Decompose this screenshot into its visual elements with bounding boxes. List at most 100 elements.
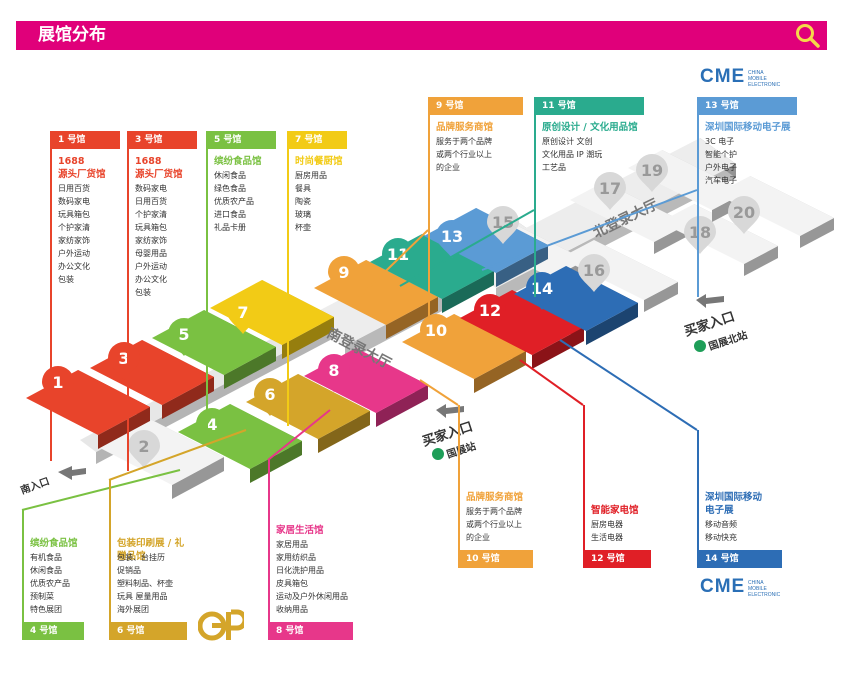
hall-card-header: 13 号馆 — [697, 97, 797, 115]
hall-card-item: 礼品卡册 — [214, 223, 246, 232]
metro-north-icon — [694, 340, 706, 352]
hall-card-item: 玩具 屋量用品 — [117, 592, 168, 601]
hall-3-block-face — [162, 377, 214, 419]
south-entrance-label: 南入口 — [19, 474, 52, 496]
hall-card-items: 厨房电器生活电器 — [591, 518, 623, 544]
search-icon[interactable] — [794, 22, 821, 49]
hall-2-block — [100, 420, 224, 499]
hall-2-block-face — [100, 420, 224, 485]
hall-card-item: 休闲食品 — [214, 171, 246, 180]
hall-card-item: 服务于两个品牌 — [436, 137, 492, 146]
hall-card-header: 1 号馆 — [50, 131, 120, 149]
pin-10-icon — [420, 314, 452, 352]
hall-card-item: 包装、台挂历 — [117, 553, 165, 562]
hall-card-item: 塑料制品、杯壶 — [117, 579, 173, 588]
pin-19-icon — [636, 154, 668, 192]
hall-card-title: 深圳国际移动电子展 — [705, 122, 791, 133]
leader-line-3 — [419, 379, 459, 406]
hall-card-item: 皮具箱包 — [276, 579, 308, 588]
hall-card-title: 家居生活馆 — [276, 525, 324, 536]
hall-card-item: 服务于两个品牌 — [466, 507, 522, 516]
hall-card-h12: 12 号馆智能家电馆厨房电器生活电器 — [583, 405, 651, 568]
hall-card-item: 个护家清 — [135, 210, 167, 219]
leader-line — [287, 149, 289, 426]
hall-card-item: 促销品 — [117, 566, 141, 575]
buyer-entrance-south-arrow-icon — [436, 404, 464, 418]
hall-card-item: 优质农产品 — [214, 197, 254, 206]
hall-card-item: 家纺家饰 — [58, 236, 90, 245]
hall-card-title: 源头厂货馆 — [135, 169, 183, 180]
metro-icon — [432, 448, 444, 460]
hall-card-item: 厨房用品 — [295, 171, 327, 180]
hall-card-items: 休闲食品绿色食品优质农产品进口食品礼品卡册 — [214, 169, 254, 234]
pin-16-label: 16 — [583, 261, 605, 280]
hall-card-item: 户外运动 — [58, 249, 90, 258]
pin-9-label: 9 — [338, 263, 349, 282]
hall-card-item: 餐具 — [295, 184, 311, 193]
hall-8-block-face — [376, 385, 428, 427]
station-guozhan-north-label: 国展北站 — [707, 328, 749, 353]
hall-card-item: 日用百货 — [135, 197, 167, 206]
hall-card-item: 生活电器 — [591, 533, 623, 542]
hall-card-header: 14 号馆 — [697, 550, 782, 568]
header-bar: 展馆分布 — [16, 21, 827, 50]
hall-card-h6: 6 号馆包装印刷展 / 礼赠品馆包装、台挂历促销品塑料制品、杯壶玩具 屋量用品海… — [109, 480, 187, 640]
hall-card-item: 的企业 — [436, 163, 460, 172]
pin-13-icon — [436, 220, 468, 258]
hall-card-h10: 10 号馆品牌服务商馆服务于两个品牌或两个行业以上的企业 — [458, 405, 533, 568]
hall-10-block-face — [474, 351, 526, 393]
leader-line — [697, 115, 699, 297]
pin-9-icon — [328, 256, 360, 294]
hall-card-header: 11 号馆 — [534, 97, 644, 115]
buyer-entrance-north-arrow-icon — [696, 294, 724, 308]
pin-10-label: 10 — [425, 321, 447, 340]
pin-20-label: 20 — [733, 203, 755, 222]
hall-18-block-face — [660, 204, 778, 264]
pin-6-label: 6 — [264, 385, 275, 404]
hall-card-items: 服务于两个品牌或两个行业以上的企业 — [436, 135, 492, 174]
hall-card-title: 1688 — [135, 156, 162, 167]
hall-4-block-face — [250, 441, 302, 483]
leader-line — [109, 480, 111, 622]
pin-16-icon — [578, 254, 610, 292]
leader-line-1 — [108, 429, 247, 481]
hall-card-item: 户外运动 — [135, 262, 167, 271]
hall-card-item: 有机食品 — [30, 553, 62, 562]
hall-card-header: 8 号馆 — [268, 622, 353, 640]
gp-logo — [197, 608, 248, 642]
hall-card-item: 移动音频 — [705, 520, 737, 529]
hall-card-item: 智能个护 — [705, 150, 737, 159]
hall-2-block-face — [172, 457, 224, 499]
hall-14-block-face — [586, 303, 638, 345]
hall-card-item: 日化洗护用品 — [276, 566, 324, 575]
hall-card-item: 的企业 — [466, 533, 490, 542]
leader-line — [50, 149, 52, 461]
hall-20-block-face — [716, 176, 834, 236]
hall-card-item: 包装 — [58, 275, 74, 284]
pin-3-label: 3 — [118, 349, 129, 368]
hall-card-item: 户外电子 — [705, 163, 737, 172]
hall-9-block-face — [386, 297, 438, 339]
leader-line-2 — [267, 409, 331, 461]
pin-6-icon — [254, 378, 286, 416]
hall-card-items: 移动音频移动快充 — [705, 518, 737, 544]
hall-16-block-face — [644, 282, 678, 312]
pin-2-label: 2 — [138, 437, 149, 456]
hall-card-item: 或两个行业以上 — [436, 150, 492, 159]
pin-8-icon — [318, 354, 350, 392]
hall-card-item: 海外展团 — [117, 605, 149, 614]
hall-card-item: 家纺家饰 — [135, 236, 167, 245]
hall-card-h14: 14 号馆深圳国际移动电子展移动音频移动快充 — [697, 430, 782, 568]
hall-card-h7: 7 号馆时尚餐厨馆厨房用品餐具陶瓷玻璃杯壶 — [287, 131, 347, 426]
hall-20-block — [716, 176, 834, 248]
hall-5-block-face — [224, 347, 276, 389]
hall-card-h11: 11 号馆原创设计 / 文化用品馆原创设计 文创文化用品 IP 潮玩工艺品 — [534, 97, 644, 297]
pin-7-label: 7 — [237, 303, 248, 322]
hall-card-item: 玻璃 — [295, 210, 311, 219]
leader-line-8 — [355, 229, 429, 301]
hall-card-item: 数码家电 — [58, 197, 90, 206]
hall-card-header: 3 号馆 — [127, 131, 197, 149]
